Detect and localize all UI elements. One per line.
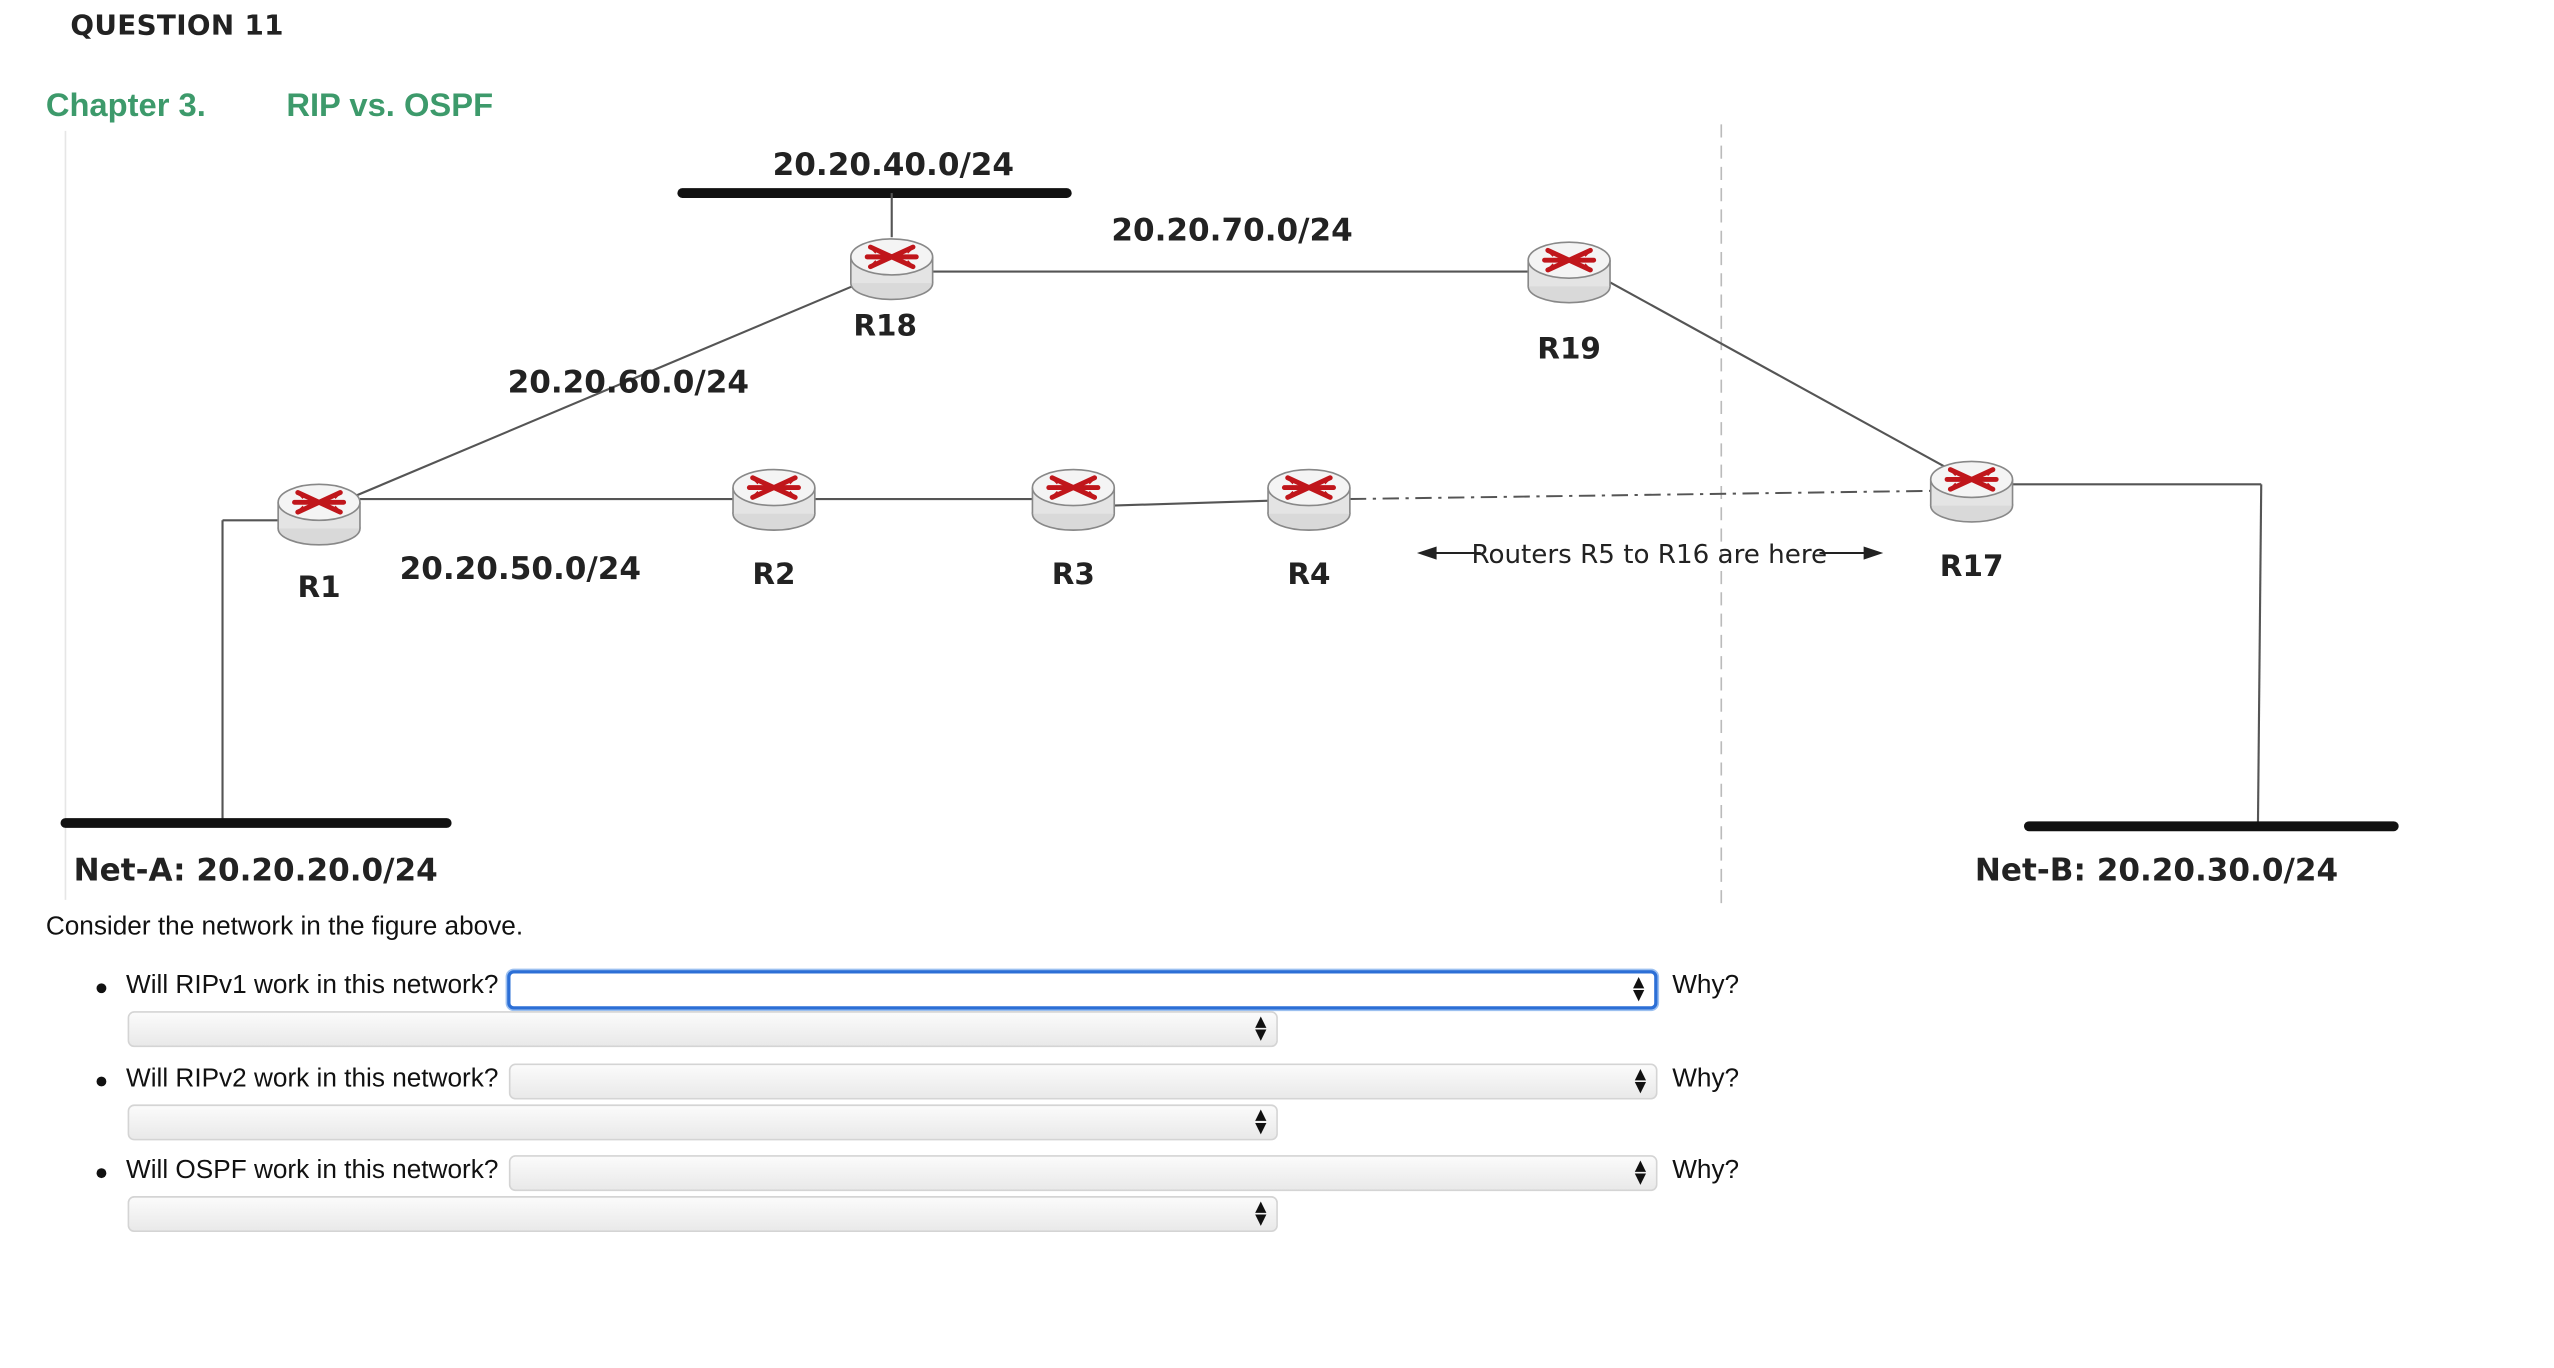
ripv2-answer-select[interactable]: ▲▼ <box>508 1063 1658 1100</box>
label-netA: Net-A: 20.20.20.0/24 <box>74 852 438 888</box>
select-arrows-icon: ▲▼ <box>1634 1066 1647 1097</box>
label-r18: R18 <box>853 308 917 342</box>
chapter-label: Chapter 3. <box>45 88 206 125</box>
label-net70: 20.20.70.0/24 <box>1111 213 1352 249</box>
question-title: QUESTION 11 <box>70 9 284 43</box>
label-r2: R2 <box>752 557 795 591</box>
router-icon <box>851 239 933 300</box>
label-net60: 20.20.60.0/24 <box>508 365 749 401</box>
select-arrows-icon: ▲▼ <box>1255 1014 1267 1044</box>
router-icon <box>278 484 360 545</box>
label-r17: R17 <box>1940 549 2004 583</box>
router-icon <box>1268 470 1350 531</box>
ospf-answer-select[interactable]: ▲▼ <box>508 1155 1658 1192</box>
router-icon <box>1931 461 2013 522</box>
label-netB: Net-B: 20.20.30.0/24 <box>1975 852 2338 888</box>
select-arrows-icon: ▲▼ <box>1633 975 1645 1005</box>
router-icon <box>1032 470 1114 531</box>
ripv1-reason-select[interactable]: ▲▼ <box>127 1011 1278 1048</box>
chapter-topic: RIP vs. OSPF <box>286 88 494 125</box>
routers-range-annotation: Routers R5 to R16 are here <box>1416 540 1884 570</box>
router-icon <box>1528 242 1610 303</box>
link-r19-r17 <box>1607 280 1948 469</box>
label-r3: R3 <box>1052 557 1095 591</box>
select-arrows-icon: ▲▼ <box>1255 1199 1267 1229</box>
select-arrows-icon: ▲▼ <box>1255 1107 1267 1138</box>
label-r19: R19 <box>1537 331 1601 365</box>
label-r4: R4 <box>1287 557 1330 591</box>
ospf-reason-select[interactable]: ▲▼ <box>127 1196 1278 1233</box>
label-net50: 20.20.50.0/24 <box>400 551 641 587</box>
select-arrows-icon: ▲▼ <box>1634 1158 1647 1188</box>
ripv2-reason-select[interactable]: ▲▼ <box>127 1104 1278 1141</box>
prompt-text: Consider the network in the figure above… <box>45 912 524 941</box>
label-r1: R1 <box>297 570 340 604</box>
link-r3-r4 <box>1112 499 1270 507</box>
link-r4-r17-dashed <box>1349 489 1931 501</box>
label-net40: 20.20.40.0/24 <box>773 147 1014 183</box>
link-r1-r18 <box>351 280 865 499</box>
ripv1-answer-select[interactable]: ▲▼ <box>507 970 1658 1010</box>
annotation-text: Routers R5 to R16 are here <box>1471 540 1827 570</box>
router-icon <box>733 470 815 531</box>
